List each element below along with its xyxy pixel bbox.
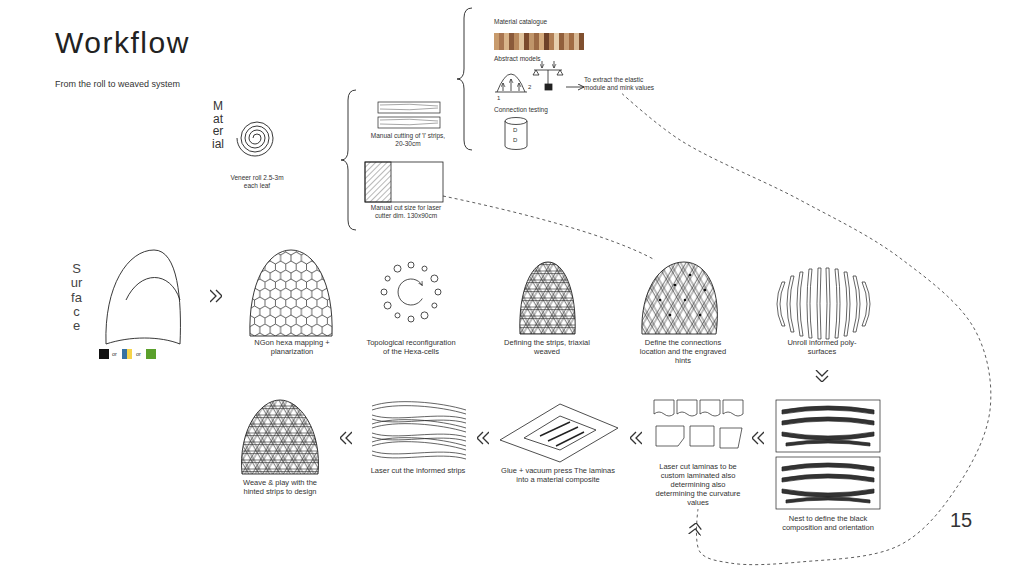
- step-caption: Define the connections location and the …: [636, 338, 730, 365]
- triaxial-dome: [520, 262, 575, 334]
- material-step: Manual cut size for laser cutter dim. 13…: [366, 158, 446, 220]
- vacuum-press-sheet: [500, 404, 618, 462]
- chevron-arrow: [188, 296, 244, 297]
- bracket: [341, 8, 472, 230]
- process-step: Defining the strips, triaxial weaved: [502, 246, 592, 356]
- step-caption: Defining the strips, triaxial weaved: [502, 338, 592, 356]
- step-caption: Topological reconfiguration of the Hexa-…: [366, 338, 456, 356]
- flow-arrow: [566, 87, 584, 88]
- software-icons: [99, 349, 156, 359]
- material-note: To extract the elastic module and mink v…: [584, 76, 660, 92]
- connection-mark: D: [513, 127, 517, 133]
- informed-strips: [372, 402, 466, 459]
- connection-mark: D: [513, 137, 517, 143]
- dashed-guide: [443, 196, 655, 260]
- process-step: Glue + vacuum press The laminas into a m…: [496, 396, 620, 484]
- material-test: Connection testing: [494, 106, 574, 156]
- connections-dome: [642, 262, 718, 334]
- connection-test-cylinder: [505, 118, 527, 150]
- step-caption: Material catalogue: [494, 18, 594, 26]
- subtitle: From the roll to weaved system: [55, 80, 180, 89]
- abstract-models: [495, 61, 563, 92]
- surface-shell: [106, 250, 181, 344]
- chevron-arrow: [326, 438, 366, 439]
- step-caption: Veneer roll 2.5-3m each leaf: [226, 174, 288, 190]
- hexa-cells-ring: [381, 262, 441, 322]
- step-caption: NGon hexa mapping + planarization: [244, 338, 340, 356]
- veneer-roll: [237, 122, 273, 156]
- model-number: 2: [528, 84, 531, 90]
- material-test: Abstract models: [494, 55, 566, 103]
- process-step: Unroll informed poly-surfaces: [776, 246, 868, 356]
- icon-separator: or: [136, 352, 141, 358]
- step-caption: Manual cutting of 'l' strips, 20-30cm: [370, 132, 446, 148]
- step-caption: Laser cut the informed strips: [366, 466, 470, 475]
- nest-panels: [776, 400, 880, 509]
- chevron-arrow: [744, 438, 772, 439]
- step-caption: Connection testing: [494, 106, 574, 114]
- step-caption: Manual cut size for laser cutter dim. 13…: [366, 204, 446, 220]
- chevron-arrow: [620, 438, 652, 439]
- page-title: Workflow: [55, 26, 190, 59]
- step-caption: To extract the elastic module and mink v…: [584, 76, 660, 92]
- chevron-arrow: [470, 438, 496, 439]
- laser-cut-laminas: [654, 400, 743, 448]
- process-step: Nest to define the black composition and…: [772, 396, 884, 532]
- page-number: 15: [950, 510, 972, 530]
- process-step: Weave & play with the hinted strips to d…: [234, 396, 326, 496]
- process-step: Laser cut laminas to be custom laminated…: [652, 396, 744, 507]
- step-caption: Unroll informed poly-surfaces: [776, 338, 868, 356]
- veneer-strips: [378, 102, 440, 128]
- step-caption: Weave & play with the hinted strips to d…: [234, 478, 326, 496]
- icon-separator: or: [112, 352, 117, 358]
- surface-step: Surface: [66, 246, 188, 364]
- vertical-heading: Surface: [70, 262, 83, 333]
- step-caption: Glue + vacuum press The laminas into a m…: [496, 466, 620, 484]
- chevron-arrow: [822, 356, 823, 396]
- material-test: Material catalogue: [494, 18, 594, 52]
- model-number: 1: [497, 95, 500, 101]
- section-heading: Material: [212, 100, 224, 150]
- process-step: NGon hexa mapping + planarization: [244, 246, 340, 356]
- step-caption: Laser cut laminas to be custom laminated…: [652, 462, 744, 507]
- woven-dome: [242, 400, 319, 474]
- material-swatches: [494, 33, 584, 50]
- step-caption: Abstract models: [494, 55, 566, 63]
- laser-sheet: [365, 162, 443, 202]
- unrolled-strips: [777, 268, 870, 339]
- process-step: Define the connections location and the …: [636, 246, 730, 365]
- process-step: Topological reconfiguration of the Hexa-…: [366, 246, 456, 356]
- material-step: Veneer roll 2.5-3m each leaf: [226, 104, 288, 190]
- hexa-dome: [250, 250, 332, 336]
- dashed-feedback-arrow: [622, 94, 991, 565]
- material-step: Manual cutting of 'l' strips, 20-30cm: [370, 98, 446, 148]
- step-caption: Nest to define the black composition and…: [772, 514, 884, 532]
- process-step: Laser cut the informed strips: [366, 396, 470, 475]
